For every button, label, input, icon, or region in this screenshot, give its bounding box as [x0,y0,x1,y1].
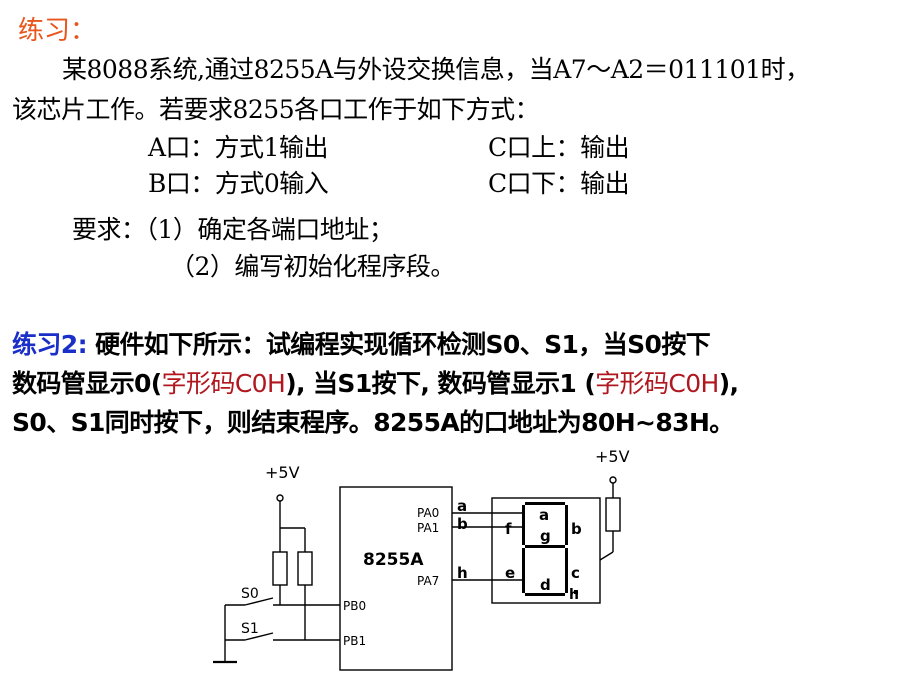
text-display-1: ), 当S1按下, 数码管显示1 ( [285,369,596,398]
wire-b-label: b [457,515,468,533]
segment-b [565,505,568,545]
segment-d [525,593,565,596]
segment-code-2: 字形码C0H [595,369,719,398]
chip-label: 8255A [363,550,424,570]
seven-segment-display [491,497,601,604]
pullup-resistor-s1 [297,551,313,586]
vcc-label-right: +5V [595,447,630,466]
requirement-1: 要求：（1）确定各端口地址； [72,215,394,244]
requirement-2: （2）编写初始化程序段。 [170,252,455,281]
vcc-label-left: +5V [265,463,300,482]
port-b-mode: B口：方式0输入 [148,169,329,198]
pin-pa7: PA7 [417,574,439,588]
segment-a [525,502,565,505]
vcc-terminal-right [609,476,617,484]
switch-s1 [244,632,274,641]
pin-pb1: PB1 [343,634,366,648]
segment-d-label: d [540,576,551,594]
port-a-mode: A口：方式1输出 [148,133,328,162]
segment-f-label: f [505,520,512,538]
vcc-terminal-left [276,494,284,502]
segment-e [522,548,525,593]
segment-f [522,505,525,545]
switch-s1-label: S1 [241,621,259,637]
segment-a-label: a [539,506,549,524]
segment-g [525,545,565,548]
exercise-2-line-2: 数码管显示0(字形码C0H), 当S1按下, 数码管显示1 (字形码C0H), [12,364,739,400]
common-resistor [605,497,621,532]
segment-dp [574,590,578,594]
port-c-lower-mode: C口下：输出 [488,169,630,198]
circuit-diagram: +5V +5V 8255A PA0 PA1 PA7 PB0 PB1 S0 S1 … [213,447,630,671]
exercise-2-title: 练习2: [12,330,88,359]
wire-a-label: a [457,497,467,515]
segment-h-label: h [569,587,579,603]
text-display-0: 数码管显示0( [12,369,162,398]
exercise-2-line-3: S0、S1同时按下，则结束程序。8255A的口地址为80H~83H。 [12,408,734,437]
text-close: ), [718,369,739,398]
port-c-upper-mode: C口上：输出 [488,133,630,162]
segment-c [565,548,568,593]
segment-c-label: c [571,564,580,582]
exercise-1-line-2: 该芯片工作。若要求8255各口工作于如下方式： [12,95,540,124]
pin-pa0: PA0 [417,506,439,520]
exercise-2-text-1: 硬件如下所示：试编程实现循环检测S0、S1，当S0按下 [95,330,711,359]
pin-pb0: PB0 [343,599,366,613]
exercise-1-line-1: 某8088系统,通过8255A与外设交换信息，当A7～A2＝011101时， [62,55,810,84]
exercise-1-title: 练习： [18,16,97,46]
pin-pa1: PA1 [417,521,439,535]
segment-code-1: 字形码C0H [161,369,286,398]
segment-g-label: g [540,527,551,545]
exercise-2-line-1: 练习2: 硬件如下所示：试编程实现循环检测S0、S1，当S0按下 [12,325,711,361]
segment-e-label: e [505,564,515,582]
segment-b-label: b [571,520,582,538]
chip-8255a [339,486,453,671]
switch-s0 [244,597,274,606]
wire-h-label: h [457,564,468,582]
pullup-resistor-s0 [272,551,288,586]
switch-s0-label: S0 [241,586,259,602]
